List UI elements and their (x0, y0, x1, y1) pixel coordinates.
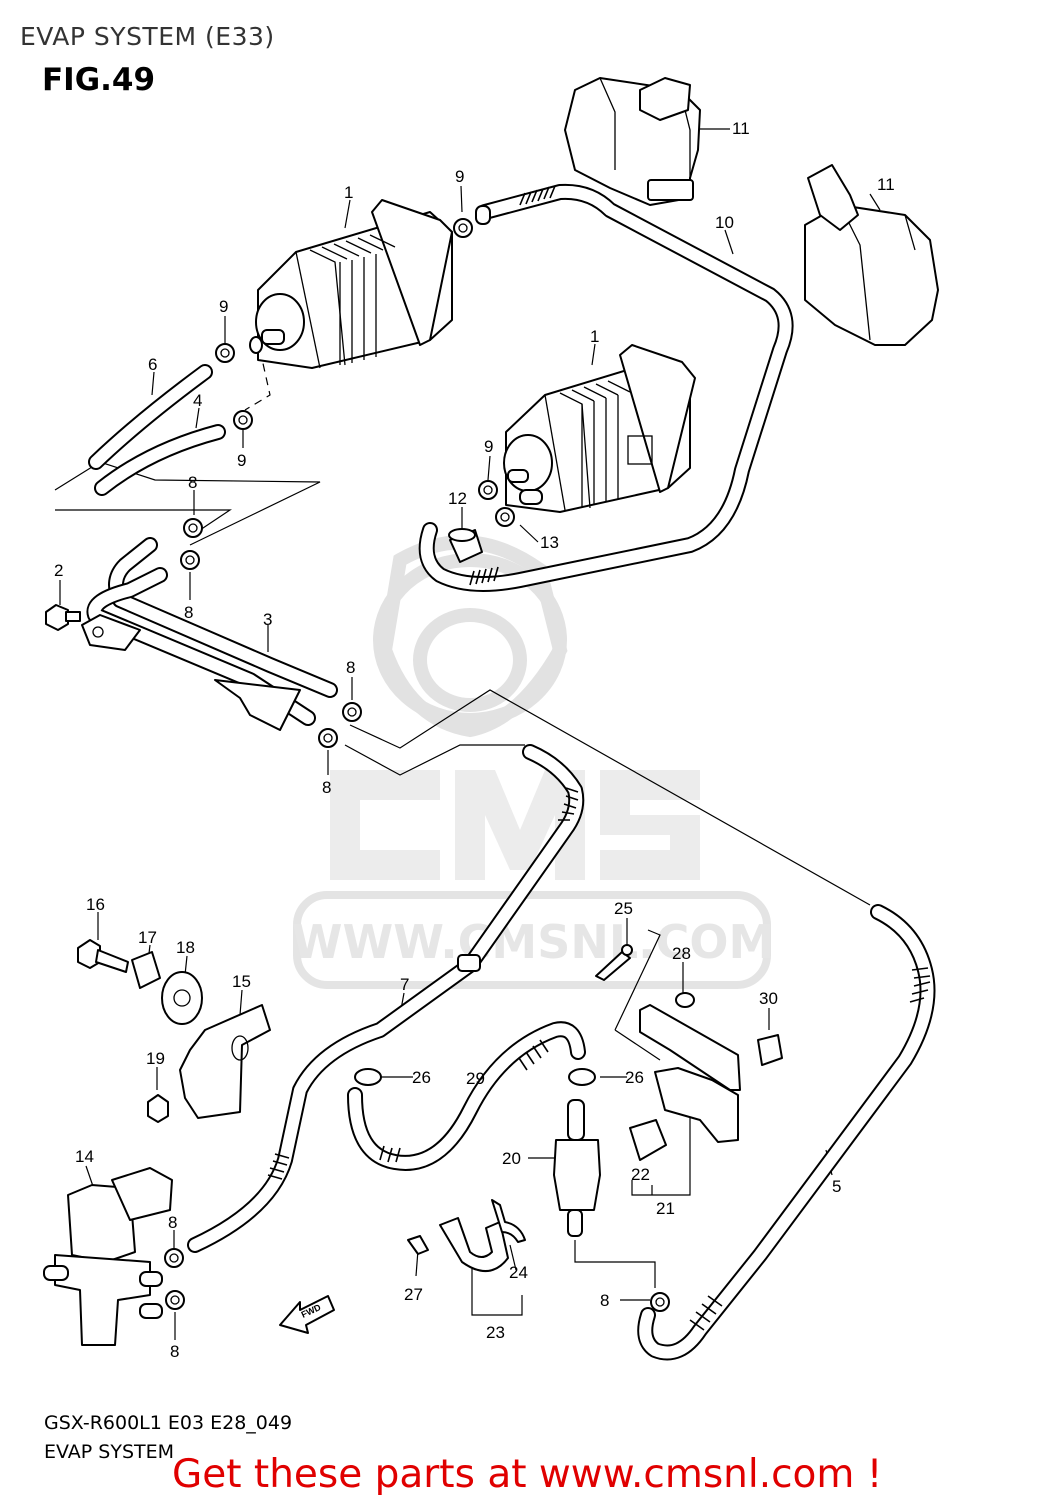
callout-20: 20 (502, 1149, 521, 1168)
callout-1-upper: 1 (344, 183, 353, 202)
bracket-assembly (595, 944, 783, 1161)
solenoid-valve-14 (43, 1167, 173, 1346)
clamp-icon (318, 728, 338, 748)
cap-12 (448, 528, 483, 563)
clamp-icon (165, 1290, 185, 1310)
callout-26-a: 26 (412, 1068, 431, 1087)
valve-20 (553, 1099, 601, 1237)
clamp-icon (453, 218, 473, 238)
section-name: EVAP SYSTEM (44, 1441, 175, 1463)
clamp-icon (568, 1068, 596, 1086)
callout-10: 10 (715, 213, 734, 232)
callout-8-d: 8 (322, 778, 331, 797)
callout-26-b: 26 (625, 1068, 644, 1087)
callout-9-c: 9 (237, 451, 246, 470)
canister-holder-upper (564, 77, 701, 206)
leader-lines (54, 128, 881, 1340)
callout-21: 21 (656, 1199, 675, 1218)
clamp-icon (164, 1248, 184, 1268)
callout-9-b: 9 (219, 297, 228, 316)
hoses-4-6 (88, 364, 226, 496)
watermark: WWW.CMSNL.COM (292, 535, 775, 989)
callout-22: 22 (631, 1165, 650, 1184)
clamp-icon (650, 1292, 670, 1312)
canister-holder-lower (804, 164, 939, 346)
callout-9-d: 9 (484, 437, 493, 456)
canister-lower (503, 344, 696, 513)
callout-23: 23 (486, 1323, 505, 1342)
callout-30: 30 (759, 989, 778, 1008)
hose-5 (637, 904, 936, 1361)
clamp-icon (233, 410, 253, 430)
callout-7: 7 (400, 975, 409, 994)
clamp-icon (183, 518, 203, 538)
callout-16: 16 (86, 895, 105, 914)
hose-10 (418, 183, 794, 592)
figure-label: FIG.49 (42, 62, 156, 98)
callout-13: 13 (540, 533, 559, 552)
clamp-icon (495, 507, 515, 527)
canister-upper (249, 199, 453, 369)
callout-labels: 1 1 2 3 4 5 6 7 8 8 8 8 8 8 8 8 9 9 9 9 … (54, 119, 895, 1361)
callout-6: 6 (148, 355, 157, 374)
callout-15: 15 (232, 972, 251, 991)
callout-17: 17 (138, 928, 157, 947)
watermark-url: WWW.CMSNL.COM (292, 915, 775, 969)
callout-24: 24 (509, 1263, 528, 1282)
clamp-icon (342, 702, 362, 722)
callout-27: 27 (404, 1285, 423, 1304)
callout-2: 2 (54, 561, 63, 580)
clamp-icon (180, 550, 200, 570)
callout-28: 28 (672, 944, 691, 963)
callout-5: 5 (832, 1177, 841, 1196)
bolt-2 (45, 604, 81, 631)
callout-19: 19 (146, 1049, 165, 1068)
callout-11-a: 11 (732, 119, 750, 138)
model-code: GSX-R600L1 E03 E28_049 (44, 1412, 293, 1434)
callout-8-e: 8 (168, 1213, 177, 1232)
shop-link[interactable]: Get these parts at www.cmsnl.com ! (172, 1452, 883, 1497)
callout-18: 18 (176, 938, 195, 957)
page-title: EVAP SYSTEM (E33) (20, 22, 275, 51)
forward-arrow-icon: FWD (279, 1295, 335, 1334)
hose-clamps (164, 218, 670, 1312)
pipe-clamp-23 (407, 1199, 526, 1272)
callout-8-b: 8 (184, 603, 193, 622)
callout-12: 12 (448, 489, 467, 508)
callout-4: 4 (193, 391, 202, 410)
hose-7 (187, 744, 585, 1253)
clamp-icon (478, 480, 498, 500)
callout-9-a: 9 (455, 167, 464, 186)
callout-8-a: 8 (188, 473, 197, 492)
callout-29: 29 (466, 1069, 485, 1088)
callout-1-lower: 1 (590, 327, 599, 346)
tube-assembly-3 (81, 537, 338, 731)
callout-8-g: 8 (600, 1291, 609, 1310)
callout-8-c: 8 (346, 658, 355, 677)
hose-29 (347, 1021, 586, 1171)
callout-25: 25 (614, 899, 633, 918)
callout-11-b: 11 (877, 175, 895, 194)
callout-8-f: 8 (170, 1342, 179, 1361)
clamp-icon (215, 343, 235, 363)
callout-14: 14 (75, 1147, 94, 1166)
callout-3: 3 (263, 610, 272, 629)
mount-hardware (77, 939, 271, 1123)
clamp-icon (354, 1068, 382, 1086)
